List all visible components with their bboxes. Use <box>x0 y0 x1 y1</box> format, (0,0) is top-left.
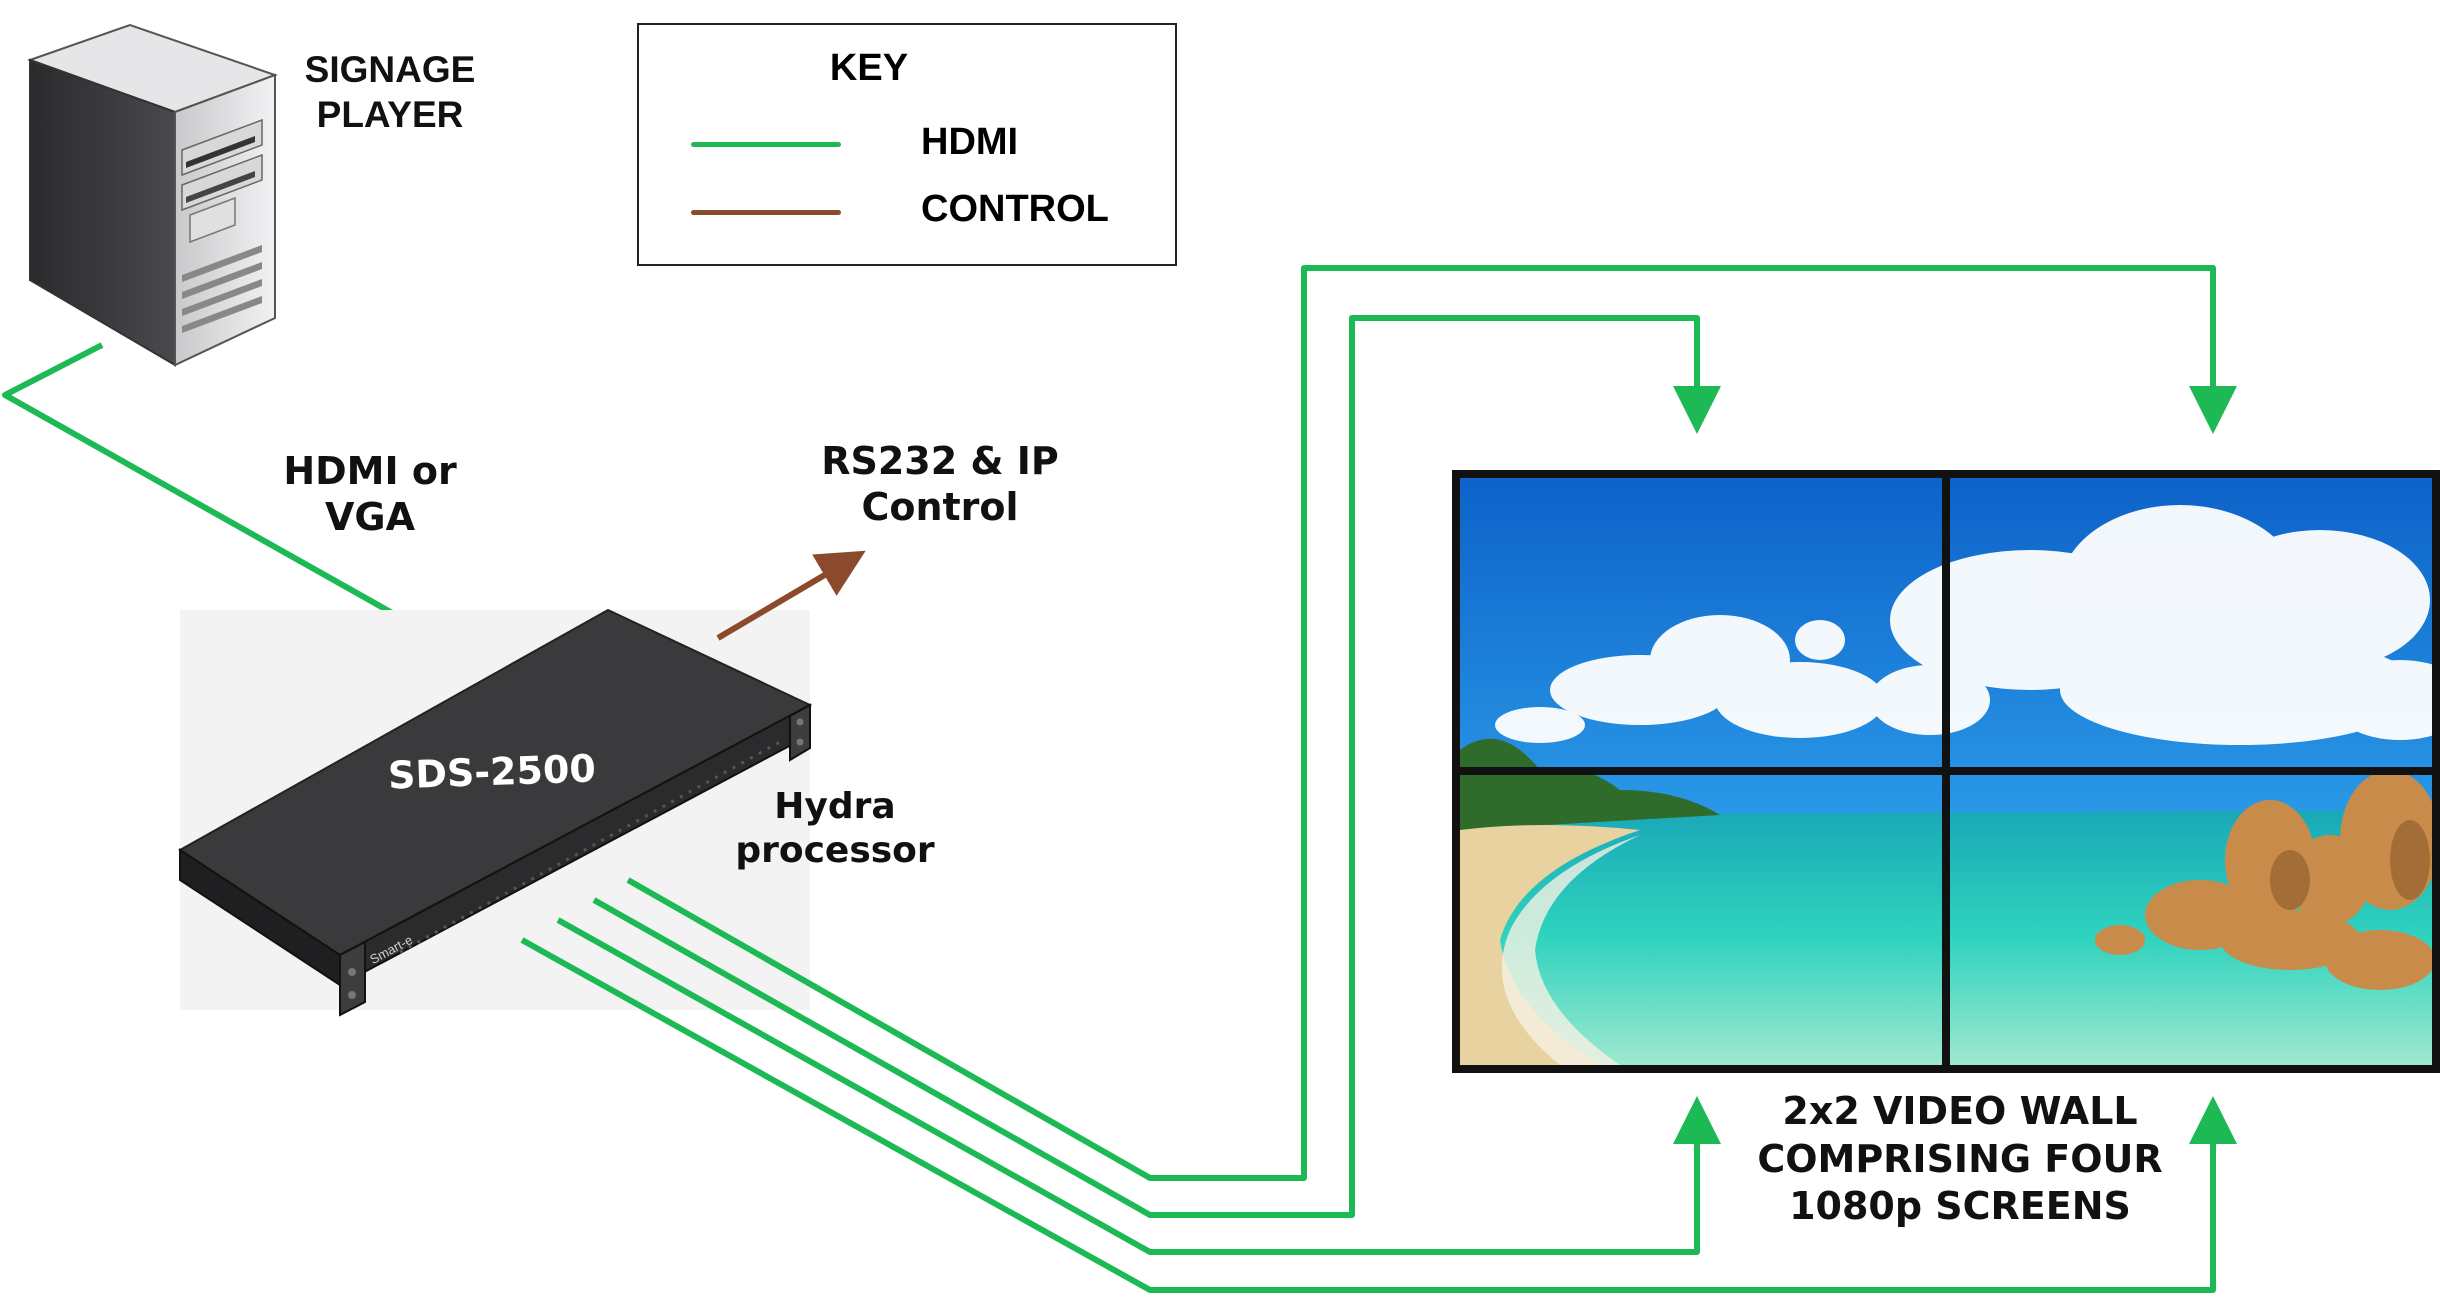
key-control-line <box>691 210 841 215</box>
hdmi-output-1 <box>626 265 2237 1181</box>
key-hdmi-line <box>691 142 841 147</box>
sds-2500-device <box>178 608 813 1017</box>
processor-label: Hydra processor <box>735 786 935 871</box>
input-label: HDMI or VGA <box>283 449 457 540</box>
key-hdmi-label: HDMI <box>921 121 1019 163</box>
key-legend: KEY HDMI CONTROL <box>637 23 1177 266</box>
hdmi-input-cable <box>2 342 479 662</box>
hdmi-output-2 <box>592 315 1721 1218</box>
signage-player-label: SIGNAGE PLAYER <box>304 49 476 136</box>
key-control-label: CONTROL <box>921 188 1109 230</box>
hdmi-output-cables <box>520 265 2237 1293</box>
signage-player-icon <box>27 23 278 367</box>
key-title: KEY <box>829 47 909 89</box>
video-wall <box>1452 470 2440 1073</box>
hdmi-output-4 <box>520 937 2237 1293</box>
video-wall-label: 2x2 VIDEO WALL COMPRISING FOUR 1080p SCR… <box>1757 1089 2163 1228</box>
device-name: SDS-2500 <box>387 746 597 798</box>
control-label: RS232 & IP Control <box>821 439 1059 530</box>
hdmi-output-3 <box>556 917 1721 1255</box>
control-cable <box>716 550 866 641</box>
